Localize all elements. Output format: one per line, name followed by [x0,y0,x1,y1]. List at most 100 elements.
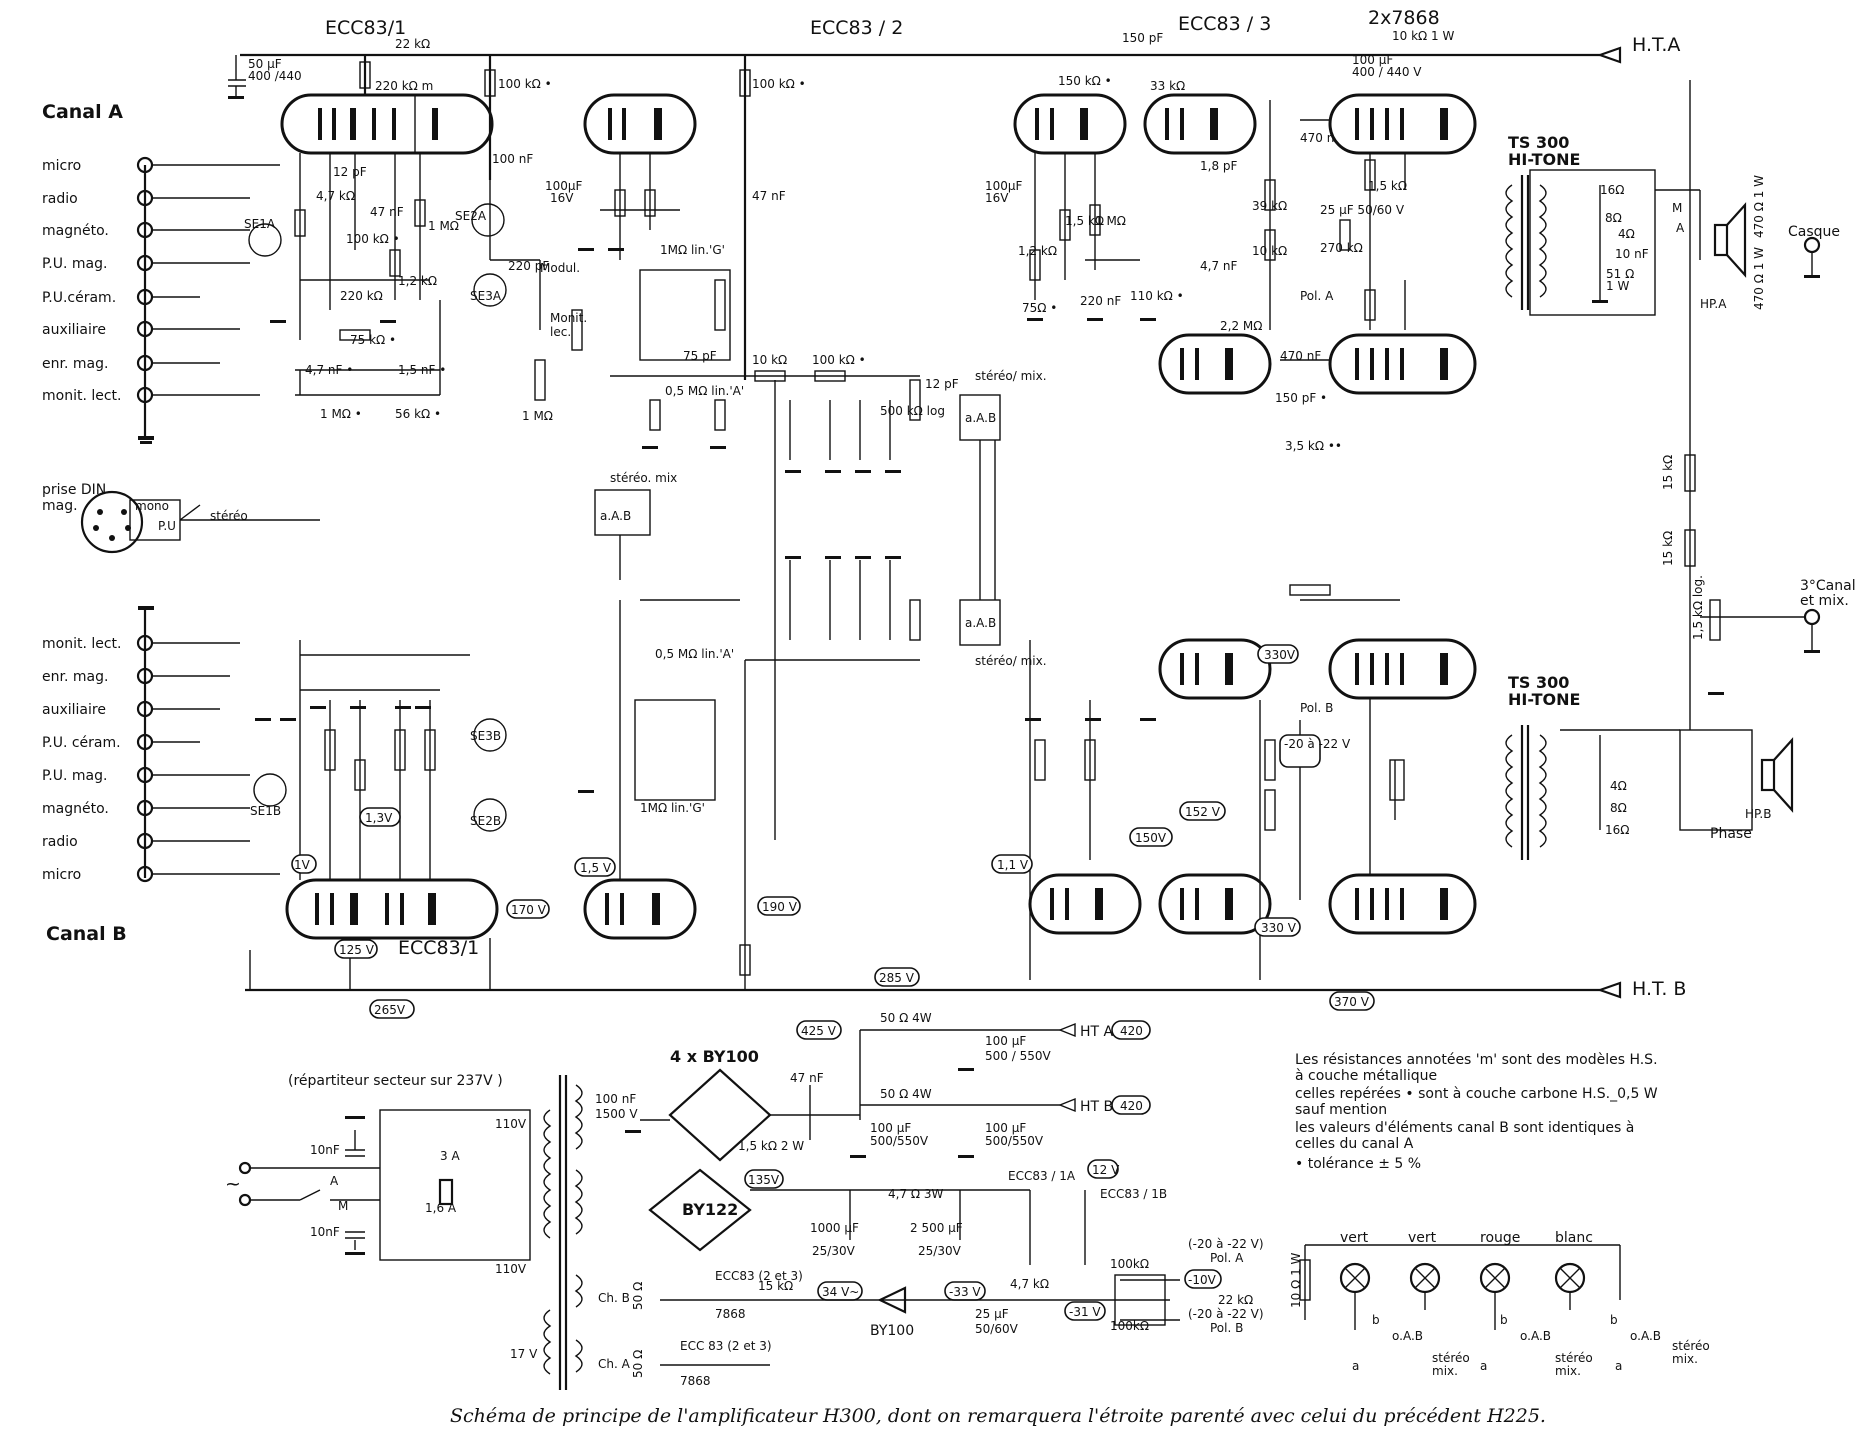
din-mono: mono [135,499,169,513]
v-135: 135V [748,1173,780,1187]
input-b-auxiliaire: auxiliaire [42,702,106,718]
lamp-sw-b-2: b [1500,1313,1508,1327]
psu-r1-5k-2w: 1,5 kΩ 2 W [738,1139,804,1153]
r-4-7k: 4,7 kΩ [316,189,355,203]
r-33k-a: 33 kΩ [1150,79,1185,93]
r-100k: 100 kΩ • [498,77,552,91]
psu-r50-b: 50 Ω [631,1350,645,1378]
speaker-hpa: HP.A [1700,297,1727,311]
psu-c10n-a: 10nF [310,1143,340,1157]
lamp-label-0: vert [1340,1230,1369,1246]
psu-c100u-c-v: 500/550V [985,1134,1044,1148]
r-15k-a: 15 kΩ [1661,455,1675,490]
input-a-magneto: magnéto. [42,223,109,239]
lamp-sw-stereo-3: stéréo [1672,1339,1710,1353]
c-100u16-b: 100μF [985,179,1023,193]
note-5: celles du canal A [1295,1136,1414,1152]
psu-ecc-1a: ECC83 / 1A [1008,1169,1076,1183]
input-a-auxiliaire: auxiliaire [42,322,106,338]
psu-ecc83-23-b: ECC 83 (2 et 3) [680,1339,772,1353]
transformer-b-sub: HI-TONE [1508,690,1580,709]
lamp-sw-a-2: a [1480,1359,1487,1373]
r-56k: 56 kΩ • [395,407,441,421]
c-150p-a: 150 pF [1122,31,1163,45]
r-1-2k: 1,2 kΩ [398,274,437,288]
din-label-1: prise DIN [42,482,106,498]
switch-aab-a: a.A.B [965,411,996,425]
psu-17v: 17 V [510,1347,538,1361]
psu-c2500u: 2 500 μF [910,1221,963,1235]
lamp-sw-aab-1: o.A.B [1392,1329,1423,1343]
lamp-label-1: vert [1408,1230,1437,1246]
svg-text:SE1A: SE1A [244,217,276,231]
power-supply: (répartiteur secteur sur 237V ) ~ A M 10… [225,1011,1621,1390]
lamp-sw-aab-3: o.A.B [1630,1329,1661,1343]
tube-ecc83-1b: SE1B SE3B SE2B [249,640,507,990]
modul-label: Modul. [540,261,580,275]
tap-8-a: 8Ω [1605,211,1622,225]
tube-ecc83-2b: 0,5 MΩ lin.'A' 1MΩ lin.'G' [578,380,776,990]
psu-ecc83-23: ECC83 (2 et 3) [715,1269,803,1283]
phase-label: Phase [1710,826,1752,842]
lec-label: lec. [550,325,571,339]
v-34: 34 V~ [822,1285,859,1299]
v-152: 152 V [1185,805,1221,819]
tube-ecc83-1-top: ECC83/1 [325,17,406,39]
monit-label: Monit. [550,311,587,325]
svg-text:SE3B: SE3B [470,729,501,743]
tube-ecc83-3: ECC83 / 3 [1178,13,1271,35]
v-31: -31 V [1069,1305,1101,1319]
lamp-sw-mix-3: mix. [1672,1352,1698,1366]
r-110k: 110 kΩ • [1130,289,1184,303]
tube-power-b [1289,584,1477,935]
c-25u: 25 μF 50/60 V [1320,203,1405,217]
r-75-ecc3: 75Ω • [1022,301,1057,315]
c-10n-out: 10 nF [1615,247,1649,261]
r-51-w: 1 W [1606,279,1629,293]
canal3-label-1: 3°Canal [1800,578,1856,594]
canal-a-label: Canal A [42,101,123,123]
v-330-b: 330 V [1261,921,1297,935]
v-330-a: 330V [1264,648,1296,662]
v-12: 12 V [1092,1163,1120,1177]
psu-r100k-a: 100kΩ [1110,1257,1149,1271]
r-100k-2: 100 kΩ • [346,232,400,246]
psu-c1000u: 1000 μF [810,1221,859,1235]
input-a-pu-ceram: P.U.céram. [42,290,116,306]
r-470-1w-a: 470 Ω 1 W [1752,175,1766,238]
tube-ecc83-2: ECC83 / 2 [810,17,903,39]
input-a-radio: radio [42,191,78,207]
psu-m: M [338,1199,348,1213]
lamp-label-2: rouge [1480,1230,1520,1246]
switch-stereo-mix-c: stéréo. mix [610,471,677,485]
r-1m: 1 MΩ [428,219,459,233]
pot-1m-lin-g: 1MΩ lin.'G' [660,243,725,257]
v-10: -10V [1188,1273,1217,1287]
psu-repartiteur: (répartiteur secteur sur 237V ) [288,1073,503,1089]
voltage-markers: 330V 330 V -20 à -22 V 150V 152 V 1,1 V … [291,644,1375,1019]
tube-power: 2x7868 [1368,7,1440,29]
r-75k: 75 kΩ • [350,333,396,347]
v-425: 425 V [801,1024,837,1038]
lamp-sw-stereo-1: stéréo [1432,1351,1470,1365]
c-47n: 47 nF [370,205,404,219]
c-12p-b: 12 pF [925,377,959,391]
input-a-enr-mag: enr. mag. [42,356,108,372]
tube-ecc83-1-bottom: ECC83/1 [398,937,479,959]
lamp-sw-a-3: a [1615,1359,1622,1373]
transformer-a-sub: HI-TONE [1508,150,1580,169]
r-470-1w-b: 470 Ω 1 W [1752,247,1766,310]
r-270k: 270 kΩ [1320,241,1363,255]
hta-label: H.T.A [1632,34,1680,56]
psu-a: A [330,1174,339,1188]
c-100u16: 100μF [545,179,583,193]
v-16: 16V [550,191,574,205]
tap-8-b: 8Ω [1610,801,1627,815]
pol-a-label: Pol. A [1300,289,1334,303]
transformer-b-name: TS 300 [1508,673,1569,692]
v-150: 150V [1135,831,1167,845]
c-4-7n-b: 4,7 nF [1200,259,1238,273]
pot-05m-lin-a-b: 0,5 MΩ lin.'A' [655,647,734,661]
tube-ecc83-3a: 150 pF 150 kΩ • 33 kΩ 1,8 pF 39 kΩ 10 kΩ… [985,31,1342,453]
sw-a: A [1676,221,1685,235]
